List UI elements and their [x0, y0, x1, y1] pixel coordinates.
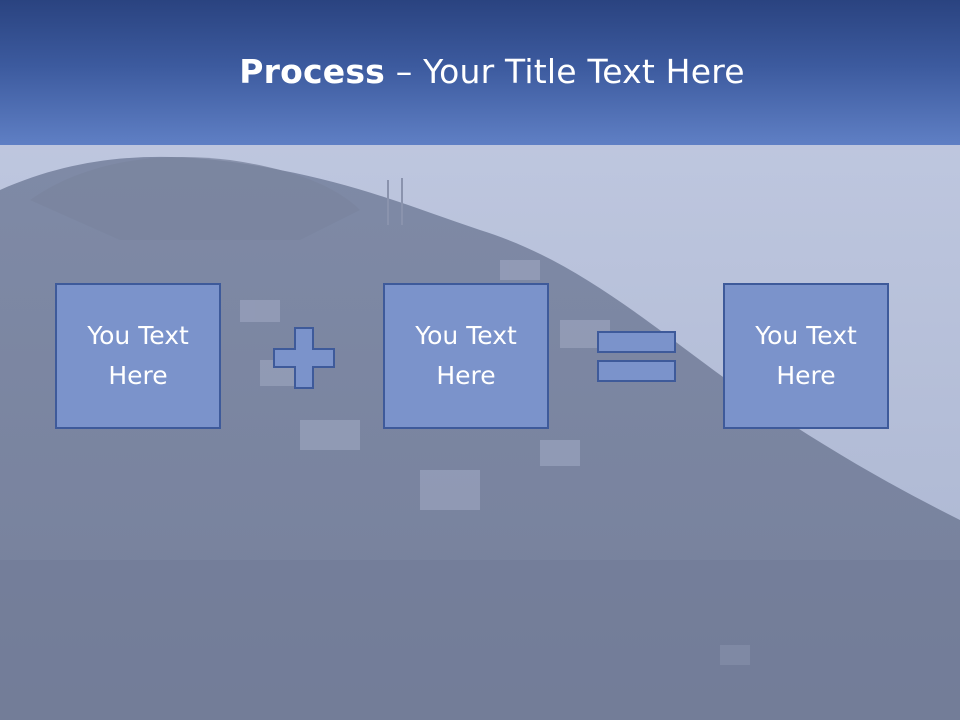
title-rest: – Your Title Text Here [385, 52, 745, 91]
process-box-2-label: You Text Here [415, 321, 517, 390]
process-box-1-label: You Text Here [87, 321, 189, 390]
process-box-2[interactable]: You Text Here [383, 283, 549, 429]
equals-icon [597, 331, 676, 382]
process-box-1[interactable]: You Text Here [55, 283, 221, 429]
plus-icon [273, 327, 335, 389]
process-box-3[interactable]: You Text Here [723, 283, 889, 429]
title-bold: Process [239, 52, 386, 91]
slide-title: Process – Your Title Text Here [0, 52, 960, 91]
title-bar: Process – Your Title Text Here [0, 0, 960, 145]
process-box-3-label: You Text Here [755, 321, 857, 390]
